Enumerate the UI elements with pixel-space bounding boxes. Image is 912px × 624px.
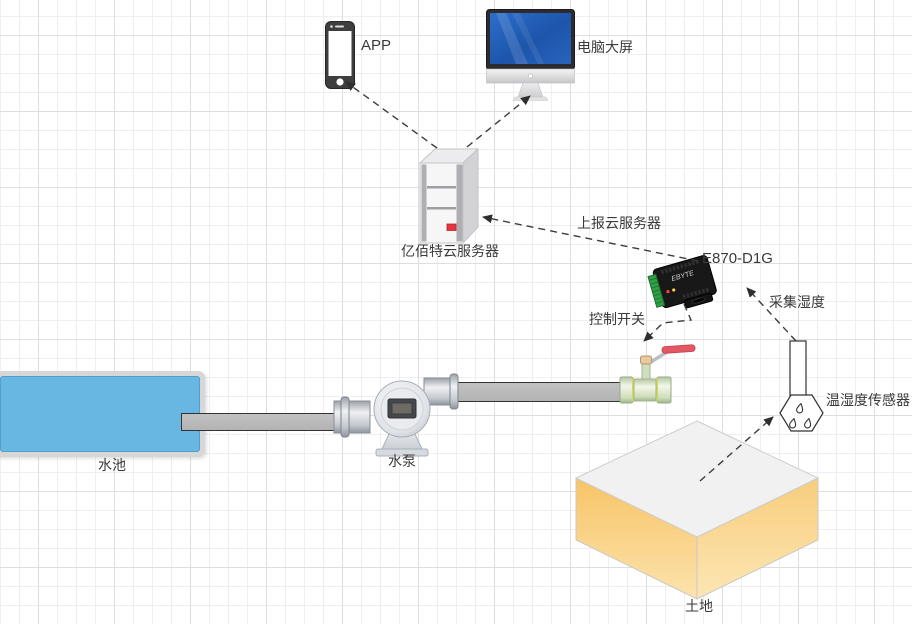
valve-stem <box>640 355 652 380</box>
report-edge-label: 上报云服务器 <box>577 215 661 231</box>
pump-base <box>375 431 429 457</box>
pump-label: 水泵 <box>388 453 416 469</box>
imac-base <box>512 96 549 101</box>
imac-screen <box>490 13 571 64</box>
humidity-sensor-icon[interactable] <box>763 335 838 435</box>
pipe-pool-to-pump[interactable] <box>181 413 355 431</box>
collect-edge-label: 采集湿度 <box>769 294 825 310</box>
smartphone-icon[interactable] <box>325 21 355 89</box>
soil-label: 土地 <box>685 598 713 614</box>
valve-body <box>619 376 672 404</box>
arrow-server-to-app <box>345 81 438 149</box>
soil-block-icon[interactable] <box>570 415 825 610</box>
server-tower-icon[interactable] <box>419 145 479 247</box>
e870-label: E870-D1G <box>702 250 773 267</box>
server-led <box>446 223 457 231</box>
control-edge-label: 控制开关 <box>589 311 645 327</box>
server-side-face <box>462 147 479 245</box>
server-front-face <box>419 162 464 244</box>
valve-handle[interactable] <box>645 344 696 367</box>
cloud-server-label: 亿佰特云服务器 <box>401 243 499 259</box>
imac-icon[interactable] <box>486 9 576 101</box>
sensor-droplets <box>789 402 812 429</box>
pump-body <box>373 380 431 438</box>
water-pool-water <box>0 376 200 452</box>
app-label: APP <box>361 37 392 54</box>
sensor-stem <box>789 340 807 398</box>
imac-stand <box>517 82 544 98</box>
water-pump-icon[interactable] <box>330 372 480 458</box>
arrow-server-to-screen <box>466 95 531 148</box>
pump-inlet-pipe <box>333 396 371 438</box>
ball-valve-icon[interactable] <box>618 344 700 406</box>
sensor-label: 温湿度传感器 <box>826 392 910 408</box>
big-screen-label: 电脑大屏 <box>577 39 633 55</box>
gateway-vents <box>660 259 709 299</box>
water-pool-shape[interactable] <box>0 371 205 457</box>
pool-label: 水池 <box>98 457 126 473</box>
gateway-leds <box>666 288 676 294</box>
